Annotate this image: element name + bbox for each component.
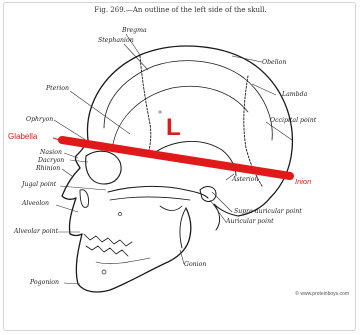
- leader-alveolon: [56, 205, 78, 212]
- upper-teeth: [84, 234, 132, 246]
- glabella-inion-measurement: [53, 138, 290, 176]
- leader-stephanion: [124, 44, 148, 70]
- inner-vault-contour: [104, 61, 272, 140]
- leader-supra-auricular-point: [212, 192, 232, 212]
- label-supra-auricular-point: Supra-auricular point: [234, 209, 302, 215]
- watermark: © www.proteinboys.com: [295, 291, 349, 297]
- label-rhinion: Rhinion: [36, 166, 60, 172]
- annotation-inion: Inion: [295, 178, 311, 186]
- label-obelion: Obelion: [262, 60, 286, 66]
- label-pterion: Pterion: [46, 86, 69, 92]
- label-ophryon: Ophryon: [26, 117, 53, 123]
- label-nasion: Nasion: [40, 150, 62, 156]
- lower-teeth: [86, 246, 128, 256]
- leader-rhinion: [62, 169, 72, 176]
- label-dacryon: Dacryon: [38, 158, 64, 164]
- coronoid-notch: [160, 206, 182, 211]
- mandibular-ramus: [180, 208, 186, 248]
- leader-occipital-point: [266, 122, 292, 140]
- label-alveolar-point: Alveolar point: [14, 229, 58, 235]
- label-stephanion: Stephanion: [98, 38, 134, 44]
- leader-pterion: [70, 91, 130, 134]
- mandible-outline: [76, 208, 190, 292]
- nasal-outline: [62, 168, 80, 199]
- zygomatic-arch: [108, 186, 208, 198]
- annotation-length-letter: L: [166, 116, 181, 140]
- label-jugal-point: Jugal point: [22, 182, 56, 188]
- label-lambda: Lambda: [282, 92, 307, 98]
- annotation-glabella: Glabella: [8, 133, 37, 141]
- label-gonion: Gonion: [184, 262, 206, 268]
- label-occipital-point: Occipital point: [270, 118, 316, 124]
- maxilla-outline: [69, 198, 82, 236]
- label-auricular-point: Auricular point: [226, 219, 274, 225]
- label-pogonion: Pogonion: [30, 280, 59, 286]
- orbit-outline: [86, 151, 121, 184]
- label-bregma: Bregma: [122, 28, 147, 34]
- leader-obelion: [232, 56, 262, 62]
- label-alveolon: Alveolon: [22, 201, 49, 207]
- nasal-cavity: [80, 190, 89, 208]
- label-asterion: Asterion: [232, 177, 258, 183]
- coronal-suture: [140, 56, 151, 156]
